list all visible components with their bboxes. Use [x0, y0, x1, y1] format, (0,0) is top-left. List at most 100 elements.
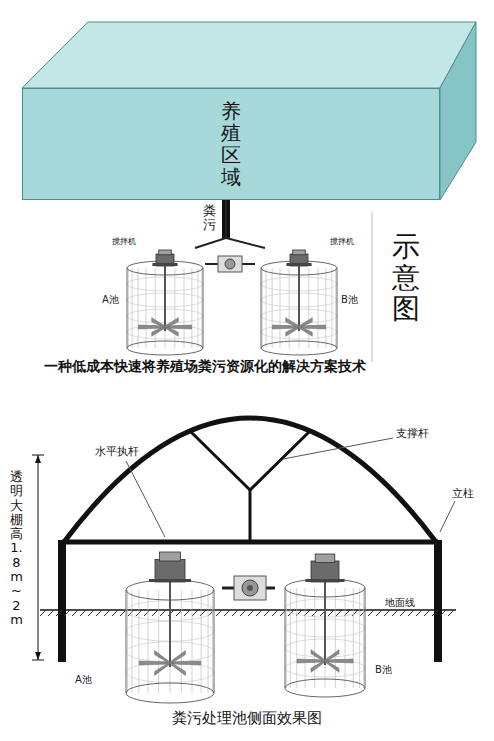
- edge-label: 粪污: [203, 204, 216, 233]
- agitator-motor: [311, 561, 339, 582]
- motor-mount: [305, 579, 344, 582]
- pump-hub: [247, 585, 253, 591]
- tank-mesh: [212, 590, 213, 693]
- node-label: 养殖区域: [221, 100, 241, 188]
- leader-line: [440, 501, 455, 532]
- dimension-line: [38, 455, 39, 660]
- support-rod: [249, 490, 252, 542]
- tank-wall: [337, 268, 338, 348]
- pump-wheel: [242, 580, 258, 596]
- tank-mesh: [181, 590, 182, 693]
- pump-body: [218, 256, 242, 272]
- tank-mesh: [296, 588, 297, 688]
- tank-mesh: [331, 268, 332, 348]
- tank-mesh: [148, 590, 149, 693]
- motor-mount: [152, 263, 177, 266]
- leader-line: [283, 438, 393, 459]
- agitator-shaft: [169, 582, 171, 667]
- greenhouse-arch: [64, 418, 436, 542]
- left-post: [58, 540, 66, 662]
- figure-caption: 一种低成本快速将养殖场粪污资源化的解决方案技术: [20, 358, 390, 376]
- agitator-blade: [299, 326, 312, 336]
- tank-mesh: [345, 588, 346, 688]
- tank-mesh: [128, 268, 129, 348]
- tank-mesh: [280, 268, 281, 348]
- motor-cap: [293, 250, 306, 255]
- tank-mesh: [359, 588, 360, 688]
- tank-wall: [365, 588, 366, 688]
- tank-outline: [275, 548, 410, 703]
- agitator-blade: [299, 318, 312, 328]
- tank-wall: [214, 590, 215, 693]
- tank-mesh: [158, 590, 159, 693]
- tank-rim: [261, 341, 337, 355]
- ground-hatch: [40, 610, 456, 616]
- tank-wall: [126, 590, 127, 693]
- agitator-blade: [170, 661, 201, 665]
- tank-mesh: [201, 268, 202, 348]
- tank-rim: [127, 341, 203, 355]
- box-side-face: [440, 22, 476, 200]
- dimension-arrow: [35, 652, 41, 660]
- tank-mesh: [184, 268, 185, 348]
- tank-rim: [126, 683, 214, 703]
- tank-mesh: [314, 588, 315, 688]
- part-label: 地面线: [385, 596, 415, 610]
- tank-mesh: [290, 588, 291, 688]
- tank-mesh: [262, 268, 263, 348]
- figure-title: 示意图: [392, 232, 420, 324]
- pipe-connector: [226, 200, 265, 248]
- tank-mesh: [305, 588, 306, 688]
- tank: A池: [100, 248, 205, 358]
- node-label: B池: [375, 663, 392, 677]
- tank: B池: [275, 548, 410, 703]
- node-label: A池: [75, 673, 92, 687]
- separator-line: [372, 212, 373, 362]
- agitator-blade: [286, 318, 299, 328]
- tank-mesh: [308, 268, 309, 348]
- motor-cap: [160, 552, 181, 561]
- tank-rim: [285, 679, 365, 697]
- part-label: 立柱: [452, 486, 474, 501]
- tank-mesh: [174, 268, 175, 348]
- tank: B池: [255, 248, 360, 358]
- motor-mount: [286, 263, 311, 266]
- tank-mesh: [138, 268, 139, 348]
- tank-mesh: [286, 588, 287, 688]
- tank-mesh: [318, 268, 319, 348]
- caption: 粪污处理池侧面效果图: [0, 709, 494, 728]
- part-label: 搅拌机: [330, 236, 354, 247]
- tank-mesh: [201, 590, 202, 693]
- pump-wheel: [225, 259, 235, 269]
- dimension-label: 透明大棚高1.8m~2m: [10, 470, 23, 627]
- agitator-blade: [325, 660, 339, 672]
- agitator-blade: [311, 650, 325, 662]
- tank-wall: [203, 268, 204, 348]
- tank-mesh: [289, 268, 290, 348]
- agitator-blade: [165, 318, 178, 328]
- tank-mesh: [146, 268, 147, 348]
- agitator-blade: [155, 651, 170, 664]
- agitator-blade: [165, 326, 178, 336]
- agitator-blade: [170, 651, 185, 664]
- agitator-motor: [155, 560, 185, 583]
- agitator-shaft: [164, 266, 166, 331]
- node-label: A池: [102, 293, 119, 307]
- tank-mesh: [353, 588, 354, 688]
- tank-mesh: [191, 268, 192, 348]
- dimension-arrow: [35, 455, 41, 463]
- part-label: 水平执杆: [95, 444, 139, 459]
- pipe-connector: [195, 200, 226, 248]
- box-top-face: [22, 22, 476, 88]
- tank-mesh: [266, 268, 267, 348]
- agitator-blade: [325, 650, 339, 662]
- tank-wall: [261, 268, 262, 348]
- tank-wall: [285, 588, 286, 688]
- node-label: B池: [341, 293, 358, 307]
- motor-cap: [315, 554, 335, 562]
- tank-mesh: [272, 268, 273, 348]
- tank-mesh: [192, 590, 193, 693]
- pump-body: [234, 576, 266, 600]
- agitator-blade: [139, 661, 170, 665]
